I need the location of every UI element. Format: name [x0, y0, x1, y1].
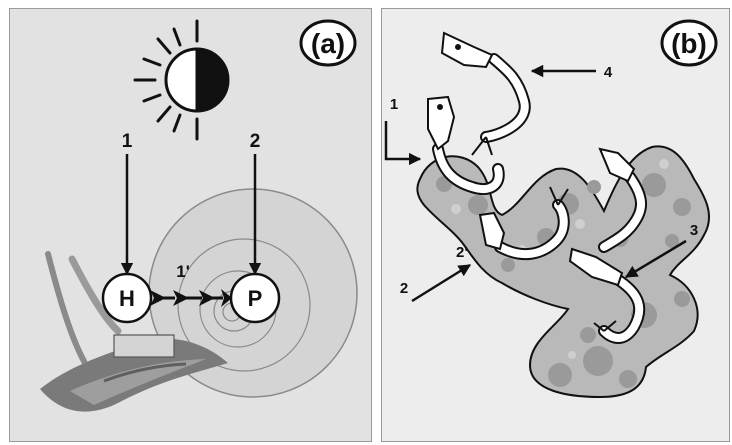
arrow-2prime-label: 2': [456, 244, 468, 261]
svg-text:(b): (b): [671, 28, 707, 59]
node-h: H: [103, 274, 151, 322]
svg-text:P: P: [248, 286, 263, 311]
node-p: P: [231, 274, 279, 322]
arrow-1: [386, 121, 420, 159]
arrow-1-label: 1: [390, 96, 398, 113]
worm-free: [442, 33, 525, 155]
panel-a: (a): [9, 8, 372, 442]
day-night-sun-icon: [135, 21, 228, 139]
svg-text:H: H: [119, 286, 135, 311]
panel-a-diagram: (a): [10, 9, 372, 442]
panel-b-label: (b): [662, 21, 716, 65]
arrow-2-label: 2: [250, 131, 261, 152]
arrow-1-label: 1: [122, 131, 133, 152]
panel-b: (b): [381, 8, 730, 442]
arrow-2-label: 2: [400, 280, 408, 297]
panel-b-diagram: (b): [382, 9, 730, 442]
arrow-1prime-label: 1': [176, 262, 190, 281]
arrow-3-label: 3: [690, 222, 698, 239]
arrow-2: [412, 265, 470, 301]
arrow-4-label: 4: [604, 64, 613, 81]
panel-a-label: (a): [301, 21, 355, 65]
svg-text:(a): (a): [311, 28, 345, 59]
